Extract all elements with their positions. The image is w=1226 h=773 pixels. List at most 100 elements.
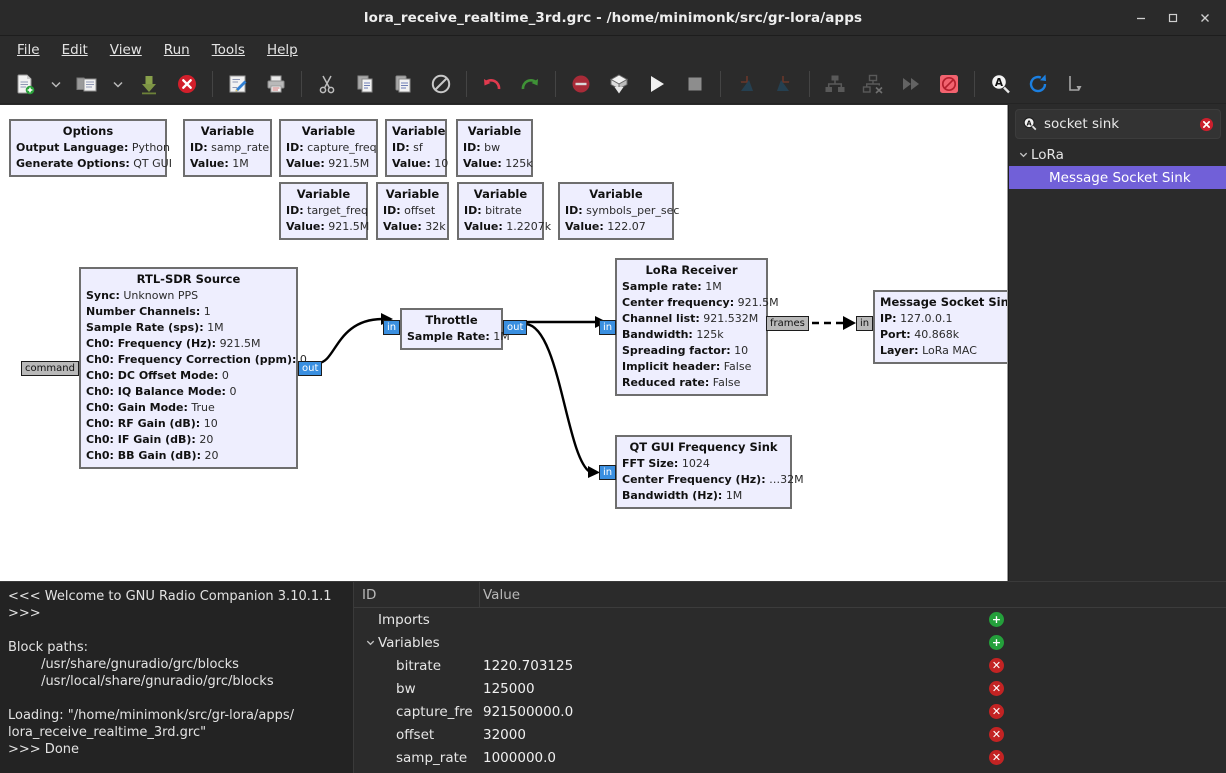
block-message-socket-sink[interactable]: Message Socket Sink IP: 127.0.0.1 Port: … xyxy=(873,290,1007,364)
block-library-panel: A socket sink LoRa Message Socket Si xyxy=(1008,105,1226,581)
variable-editor-icon[interactable] xyxy=(1057,67,1095,101)
block-qt-gui-frequency-sink[interactable]: QT GUI Frequency Sink FFT Size: 1024 Cen… xyxy=(615,435,804,509)
param-key: Number Channels: xyxy=(86,305,201,318)
block-variable-symbols-per-sec[interactable]: Variable ID: symbols_per_sec Value: 122.… xyxy=(558,182,679,240)
window-minimize-button[interactable] xyxy=(1126,5,1156,31)
variable-id: bitrate xyxy=(396,657,442,674)
port-qt-gui-frequency-sink-in[interactable]: in xyxy=(599,465,617,480)
new-file-icon[interactable] xyxy=(6,67,44,101)
bypass-icon[interactable] xyxy=(930,67,968,101)
param-key: Bandwidth (Hz): xyxy=(622,489,723,502)
block-options[interactable]: Options Output Language: Python Generate… xyxy=(9,119,172,177)
block-rtl-sdr-source[interactable]: RTL-SDR Source Sync: Unknown PPS Number … xyxy=(79,267,307,469)
menu-file-label: File xyxy=(17,42,40,58)
block-tree-list[interactable]: LoRa Message Socket Sink xyxy=(1009,143,1226,581)
menu-view[interactable]: View xyxy=(101,39,151,61)
block-variable-samp-rate[interactable]: Variable ID: samp_rate Value: 1M xyxy=(183,119,272,177)
variable-row-variables[interactable]: Variables + xyxy=(354,631,1226,654)
variable-row-offset[interactable]: offset 32000 ✕ xyxy=(354,723,1226,746)
menu-edit[interactable]: Edit xyxy=(53,39,97,61)
find-block-icon[interactable]: A xyxy=(981,67,1019,101)
menu-help[interactable]: Help xyxy=(258,39,307,61)
tree-category-label: LoRa xyxy=(1031,146,1064,163)
block-variable-capture-freq[interactable]: Variable ID: capture_freq Value: 921.5M xyxy=(279,119,378,177)
block-variable-target-freq[interactable]: Variable ID: target_freq Value: 921.5M xyxy=(279,182,369,240)
variable-row-bw[interactable]: bw 125000 ✕ xyxy=(354,677,1226,700)
copy-icon[interactable] xyxy=(346,67,384,101)
param-key: Value: xyxy=(464,220,503,233)
delete-icon[interactable] xyxy=(422,67,460,101)
menu-tools[interactable]: Tools xyxy=(203,39,254,61)
rotate-left-icon[interactable] xyxy=(727,67,765,101)
port-lora-receiver-in[interactable]: in xyxy=(599,320,617,335)
add-import-button[interactable]: + xyxy=(989,612,1004,627)
menu-file[interactable]: File xyxy=(8,39,49,61)
block-throttle[interactable]: Throttle Sample Rate: 1M xyxy=(400,308,510,350)
open-recent-dropdown-icon[interactable] xyxy=(106,67,130,101)
close-file-icon[interactable] xyxy=(168,67,206,101)
redo-icon[interactable] xyxy=(511,67,549,101)
port-throttle-in[interactable]: in xyxy=(383,320,401,335)
stop-icon[interactable] xyxy=(676,67,714,101)
delete-variable-button[interactable]: ✕ xyxy=(989,704,1004,719)
reload-blocks-icon[interactable] xyxy=(1019,67,1057,101)
chevron-down-icon[interactable] xyxy=(1015,149,1031,160)
save-icon[interactable] xyxy=(130,67,168,101)
console-log[interactable]: <<< Welcome to GNU Radio Companion 3.10.… xyxy=(0,581,353,773)
tree-item-message-socket-sink[interactable]: Message Socket Sink xyxy=(1009,166,1226,189)
variable-row-imports[interactable]: Imports + xyxy=(354,608,1226,631)
variable-row-samp-rate[interactable]: samp_rate 1000000.0 ✕ xyxy=(354,746,1226,769)
block-variable-sf[interactable]: Variable ID: sf Value: 10 xyxy=(385,119,448,177)
variable-row-capture-freq[interactable]: capture_fre 921500000.0 ✕ xyxy=(354,700,1226,723)
variable-row-bitrate[interactable]: bitrate 1220.703125 ✕ xyxy=(354,654,1226,677)
rotate-right-icon[interactable] xyxy=(765,67,803,101)
param-value: bitrate xyxy=(485,204,522,217)
enable-block-icon[interactable] xyxy=(600,67,638,101)
menu-run[interactable]: Run xyxy=(155,39,199,61)
edit-properties-icon[interactable] xyxy=(219,67,257,101)
port-message-socket-sink-in[interactable]: in xyxy=(856,316,874,331)
hier-remove-icon[interactable] xyxy=(854,67,892,101)
block-param-row: Ch0: Frequency Correction (ppm): 0 xyxy=(86,352,307,368)
delete-variable-button[interactable]: ✕ xyxy=(989,681,1004,696)
add-variable-button[interactable]: + xyxy=(989,635,1004,650)
print-icon[interactable] xyxy=(257,67,295,101)
port-throttle-out[interactable]: out xyxy=(503,320,528,335)
flowgraph-canvas-surface[interactable]: Options Output Language: Python Generate… xyxy=(0,105,1007,581)
disable-block-icon[interactable] xyxy=(562,67,600,101)
param-key: Value: xyxy=(190,157,229,170)
column-divider[interactable] xyxy=(479,582,480,608)
port-rtl-sdr-out[interactable]: out xyxy=(298,361,323,376)
new-file-dropdown-icon[interactable] xyxy=(44,67,68,101)
port-rtl-sdr-command-in[interactable]: command xyxy=(21,361,79,376)
tree-category-lora[interactable]: LoRa xyxy=(1009,143,1226,166)
flowgraph-canvas[interactable]: Options Output Language: Python Generate… xyxy=(0,105,1008,581)
block-param-row: Spreading factor: 10 xyxy=(622,343,761,359)
block-search-bar[interactable]: A socket sink xyxy=(1015,109,1221,139)
more-icon[interactable] xyxy=(892,67,930,101)
block-title: Options xyxy=(62,124,114,138)
param-value: 1024 xyxy=(681,457,710,470)
param-key: Bandwidth: xyxy=(622,328,693,341)
block-variable-offset[interactable]: Variable ID: offset Value: 32k xyxy=(376,182,449,240)
param-key: Sample Rate (sps): xyxy=(86,321,204,334)
block-param-row: Ch0: IF Gain (dB): 20 xyxy=(86,432,291,448)
undo-icon[interactable] xyxy=(473,67,511,101)
execute-icon[interactable] xyxy=(638,67,676,101)
delete-variable-button[interactable]: ✕ xyxy=(989,727,1004,742)
open-folder-icon[interactable] xyxy=(68,67,106,101)
chevron-down-icon[interactable] xyxy=(362,637,378,648)
clear-icon[interactable] xyxy=(1199,117,1214,132)
cut-icon[interactable] xyxy=(308,67,346,101)
block-variable-bitrate[interactable]: Variable ID: bitrate Value: 1.2207k xyxy=(457,182,551,240)
window-close-button[interactable] xyxy=(1190,5,1220,31)
port-lora-receiver-frames-out[interactable]: frames xyxy=(766,316,809,331)
paste-icon[interactable] xyxy=(384,67,422,101)
delete-variable-button[interactable]: ✕ xyxy=(989,750,1004,765)
delete-variable-button[interactable]: ✕ xyxy=(989,658,1004,673)
window-maximize-button[interactable] xyxy=(1158,5,1188,31)
block-lora-receiver[interactable]: LoRa Receiver Sample rate: 1M Center fre… xyxy=(615,258,779,396)
hier-create-icon[interactable] xyxy=(816,67,854,101)
search-input[interactable]: socket sink xyxy=(1044,116,1120,132)
block-variable-bw[interactable]: Variable ID: bw Value: 125k xyxy=(456,119,533,177)
